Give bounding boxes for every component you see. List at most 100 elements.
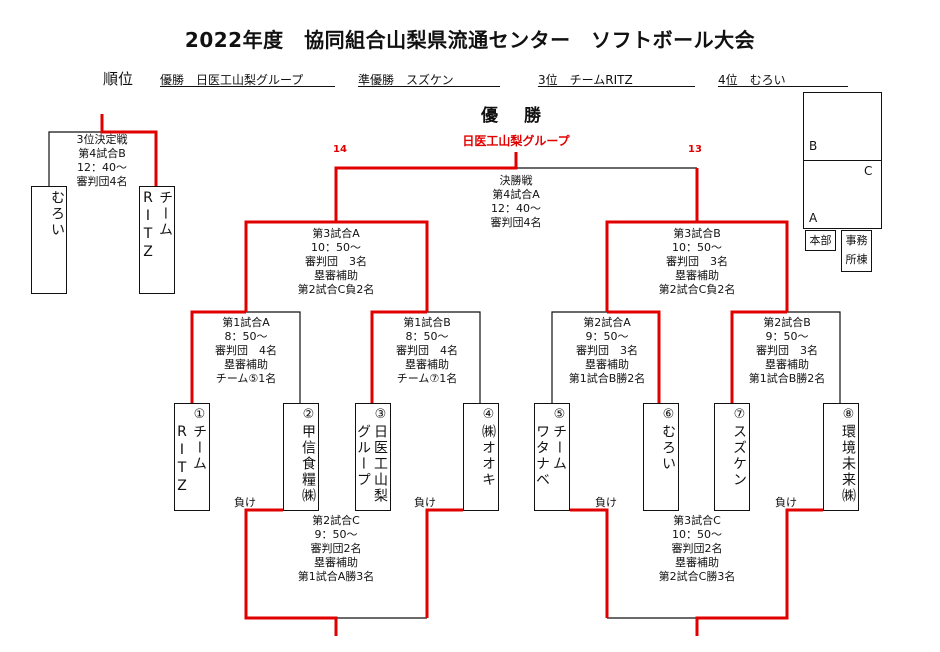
bracket-line	[246, 311, 301, 403]
match-info-line: 塁審補助	[314, 556, 358, 569]
team-name-line: RITZ	[140, 190, 156, 262]
winner-path	[370, 310, 427, 403]
match-info-line: 第2試合A	[583, 316, 631, 329]
office-building-label: 事務 所棟	[841, 230, 872, 272]
team-name-line: ㈱オオキ	[480, 424, 496, 488]
winner-path	[100, 114, 158, 186]
match-info-line: 8：50～	[224, 330, 268, 343]
match-info-line: 10：50～	[311, 241, 361, 254]
black-lines	[48, 131, 841, 619]
match-info-line: 第2試合C負2名	[658, 283, 736, 296]
match-info-line: チーム⑤1名	[215, 372, 277, 385]
match-info-line: 塁審補助	[224, 358, 268, 371]
venue-divider	[803, 160, 882, 161]
team-number: ⑧	[841, 407, 856, 424]
champion-heading: 優 勝	[481, 106, 551, 126]
ranking-label: 順位	[103, 70, 134, 88]
match-info-line: 第1試合A	[222, 316, 270, 329]
match-info-line: 10：50～	[672, 528, 722, 541]
match-info-line: 第1試合A勝3名	[297, 570, 375, 583]
team-name-line: 日医工山梨	[372, 424, 388, 504]
match-info-line: 第1試合B勝2名	[748, 372, 826, 385]
match-info-line: 12：40～	[77, 161, 127, 174]
office-line: 事務	[845, 234, 868, 247]
lose-label: 負け	[775, 496, 797, 509]
page-title: 2022年度 協同組合山梨県流通センター ソフトボール大会	[184, 28, 756, 52]
match-info-line: 審判団2名	[671, 542, 723, 555]
match-info-line: 第2試合C負2名	[297, 283, 375, 296]
team-name-line: むろい	[49, 190, 65, 238]
team-name-line: スズケン	[731, 424, 747, 488]
match-info-line: 審判団 4名	[215, 344, 277, 357]
match-info-line: 3位決定戦	[76, 133, 128, 146]
final-score-left: 14	[333, 144, 347, 155]
team-box-7: ⑦スズケン	[714, 403, 750, 511]
winner-path	[607, 310, 661, 403]
match-info-line: 第3試合B	[673, 227, 721, 240]
rank-runner-up: 準優勝 スズケン	[358, 71, 500, 87]
team-box-2: ②甲信食糧㈱	[283, 403, 319, 511]
team-name-line: 甲信食糧㈱	[300, 424, 316, 504]
match-info-line: 第2試合C	[312, 514, 360, 527]
match-info-line: 審判団 3名	[666, 255, 728, 268]
match-info-line: 塁審補助	[675, 269, 719, 282]
match-info-line: 第2試合B	[763, 316, 811, 329]
match-info-line: 審判団 3名	[576, 344, 638, 357]
bracket-line	[551, 311, 607, 403]
team-name-line: RITZ	[174, 424, 190, 496]
team-name-line: チーム	[551, 424, 567, 472]
winner-path	[730, 310, 787, 403]
lose-label: 負け	[414, 496, 436, 509]
match-info-line: 第4試合B	[78, 147, 126, 160]
field-a-label: A	[809, 211, 818, 225]
winner-path	[334, 152, 518, 222]
match-info-line: 9：50～	[765, 330, 809, 343]
team-number: ③	[373, 407, 388, 424]
team-number: ①	[192, 407, 207, 424]
rank-third: 3位 チームRITZ	[538, 71, 695, 87]
winner-path	[570, 508, 609, 618]
match-info-line: 塁審補助	[585, 358, 629, 371]
match-info-line: 第4試合A	[492, 188, 540, 201]
match-info-line: 9：50～	[314, 528, 358, 541]
match-info-line: 審判団 3名	[305, 255, 367, 268]
match-info-line: 審判団 4名	[396, 344, 458, 357]
winner-path	[244, 220, 429, 312]
match-info-line: 塁審補助	[405, 358, 449, 371]
match-info-line: 塁審補助	[675, 556, 719, 569]
match-info-line: 10：50～	[672, 241, 722, 254]
rank-winner: 優勝 日医工山梨グループ	[160, 71, 335, 87]
match-info-line: 塁審補助	[765, 358, 809, 371]
winner-path	[605, 220, 789, 312]
match-info-line: 第3試合A	[312, 227, 360, 240]
field-c-label: C	[864, 164, 873, 178]
match-info-line: 審判団4名	[76, 175, 128, 188]
team-name-line: ワタナベ	[534, 424, 550, 488]
match-info-line: 9：50～	[585, 330, 629, 343]
winner-path	[695, 508, 823, 636]
match-info-line: 塁審補助	[314, 269, 358, 282]
team-number: ⑦	[732, 407, 747, 424]
red-lines	[100, 114, 823, 636]
hq-label: 本部	[805, 230, 836, 251]
match-info-line: 審判団4名	[490, 216, 542, 229]
team-box-5: ⑤チームワタナベ	[534, 403, 570, 511]
match-info-line: 第2試合C勝3名	[658, 570, 736, 583]
third-place-team-muroi: むろい	[31, 186, 67, 294]
bracket-line	[787, 311, 841, 403]
match-info-line: 決勝戦	[499, 174, 533, 187]
team-box-4: ④㈱オオキ	[463, 403, 499, 511]
match-info-line: 12：40～	[491, 202, 541, 215]
